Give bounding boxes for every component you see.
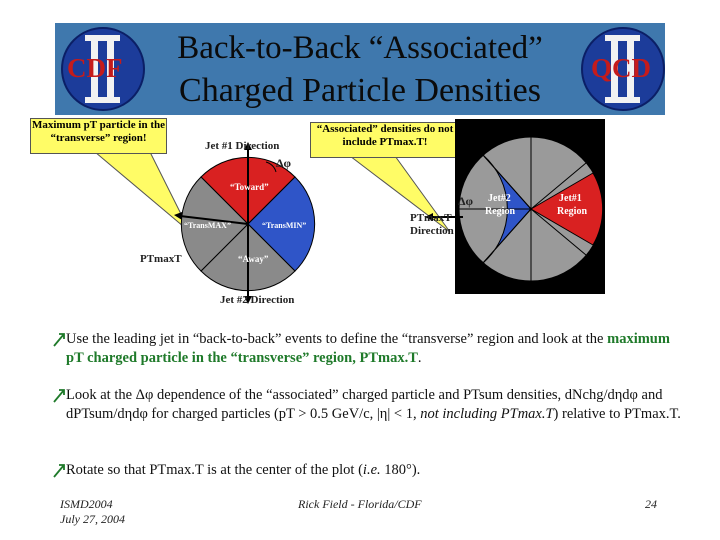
- right-callout: “Associated” densities do not include PT…: [310, 122, 460, 158]
- toward-label: “Toward”: [230, 182, 269, 192]
- footer-conference: ISMD2004: [60, 497, 113, 511]
- bullet-1-highlight: maximum pT charged particle in the “tran…: [66, 331, 670, 366]
- title-line-2: Charged Particle Densities: [179, 72, 541, 109]
- bullet-2-symbol: Δφ: [135, 387, 154, 403]
- bullet-1-text: Use the leading jet in “back-to-back” ev…: [66, 331, 608, 347]
- jet2-region-line2: Region: [485, 206, 515, 217]
- transmax-label: “TransMAX”: [184, 221, 231, 230]
- transmax-slice: [180, 176, 249, 272]
- right-callout-text: “Associated” densities do not include PT…: [316, 123, 454, 148]
- jet1-direction-label: Jet #1 Direction: [205, 140, 280, 152]
- bullet-2: Look at the Δφ dependence of the “associ…: [52, 386, 682, 444]
- arrow-bullet-icon: [53, 333, 65, 347]
- qcd-logo: QCD: [581, 27, 665, 111]
- jet2-region-line1: Jet#2: [488, 193, 511, 204]
- transmin-slice: [247, 176, 316, 272]
- arrow-bullet-icon: [53, 389, 65, 403]
- bullet-3-text: Rotate so that PTmax.T is at the center …: [66, 462, 363, 478]
- jet1-region: [530, 172, 604, 246]
- cdf-logo-text: CDF: [67, 53, 123, 83]
- bullet-1: Use the leading jet in “back-to-back” ev…: [52, 330, 682, 370]
- qcd-logo-text: QCD: [591, 53, 651, 83]
- ptmax-arrow: [179, 215, 249, 225]
- bullet-2-italic: not including PTmax.T: [420, 406, 554, 422]
- ptmax-direction-line1: PTmaxT: [410, 212, 452, 224]
- cdf-logo: CDF: [61, 27, 145, 111]
- transmin-label: “TransMIN”: [262, 221, 306, 230]
- left-region-diagram: “Toward” “TransMAX” “TransMIN” “Away”: [174, 142, 316, 304]
- footer-author: Rick Field - Florida/CDF: [298, 497, 422, 511]
- title-line-1: Back-to-Back “Associated”: [177, 30, 543, 66]
- bullet-1-end: .: [417, 350, 422, 366]
- left-callout-text: Maximum pT particle in the “transverse” …: [31, 119, 165, 144]
- jet2-direction-label: Jet #2 Direction: [220, 294, 295, 306]
- title-banner: CDF QCD: [55, 23, 665, 115]
- bullet-3-end: 180°).: [380, 462, 421, 478]
- footer-date: July 27, 2004: [60, 512, 125, 526]
- right-region-diagram: Jet#2 Region Jet#1 Region: [458, 136, 604, 282]
- jet1-region-line2: Region: [557, 206, 587, 217]
- ptmax-direction-line2: Direction: [410, 225, 454, 237]
- away-label: “Away”: [238, 254, 269, 264]
- bullet-2-text-cont: dependence of the “associated” charged p…: [66, 387, 663, 422]
- ptmax-left-label: PTmaxT: [140, 253, 182, 265]
- slide-number: 24: [645, 497, 657, 511]
- delta-phi-right: Δφ: [458, 194, 474, 208]
- jet1-region-line1: Jet#1: [559, 193, 582, 204]
- delta-phi-left: Δφ: [276, 156, 292, 170]
- left-callout: Maximum pT particle in the “transverse” …: [30, 118, 167, 154]
- bullet-3-italic: i.e.: [362, 462, 381, 478]
- bullet-3: Rotate so that PTmax.T is at the center …: [52, 461, 682, 483]
- arrow-bullet-icon: [53, 464, 65, 478]
- bullet-2-text: Look at the: [66, 387, 136, 403]
- ptmax-direction-arrow: [425, 213, 463, 221]
- bullet-2-end: ) relative to PTmax.T.: [553, 406, 681, 422]
